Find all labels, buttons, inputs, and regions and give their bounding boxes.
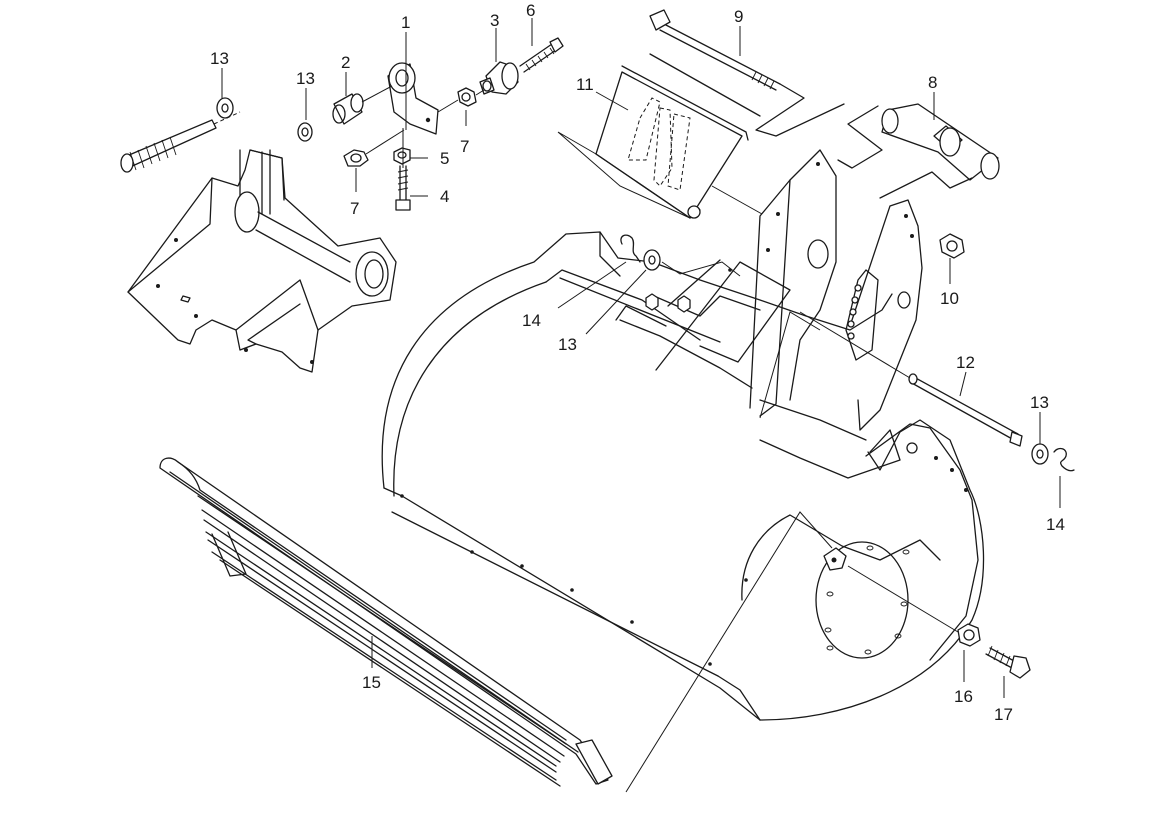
- callout-6: 6: [526, 1, 535, 20]
- hitch-bracket: [127, 149, 397, 373]
- rubber-mount-3: [475, 61, 519, 96]
- callout-1: 1: [401, 13, 410, 32]
- callout-9: 9: [734, 7, 743, 26]
- washer-13-center: [643, 249, 741, 277]
- hitch-pin: [120, 111, 241, 173]
- bolt-17: [985, 645, 1031, 679]
- callout-8: 8: [928, 73, 937, 92]
- screw-6: [519, 37, 564, 73]
- callout-13-center: 13: [558, 335, 577, 354]
- bolt-4: [395, 128, 411, 211]
- callout-16: 16: [954, 687, 973, 706]
- callout-13-right: 13: [1030, 393, 1049, 412]
- callout-7-lower: 7: [350, 199, 359, 218]
- callout-leaders: [221, 18, 1061, 698]
- nut-7-lower: [343, 129, 405, 167]
- nut-10: [939, 233, 965, 259]
- callout-14-center: 14: [522, 311, 541, 330]
- callout-2: 2: [341, 53, 350, 72]
- callout-17: 17: [994, 705, 1013, 724]
- rod-9: [649, 9, 845, 137]
- callout-3: 3: [490, 11, 499, 30]
- guard-panel-11: [595, 53, 761, 219]
- clip-14-center: [620, 234, 641, 263]
- nut-7-upper: [437, 87, 477, 113]
- pin-12: [799, 311, 1023, 447]
- reference-lines: [557, 131, 833, 793]
- washer-13-mid: [297, 122, 313, 142]
- bearing-bolts: [824, 545, 910, 655]
- clip-14-right: [1053, 447, 1075, 472]
- callout-13-mid: 13: [296, 69, 315, 88]
- callout-4: 4: [440, 187, 449, 206]
- callout-11: 11: [576, 75, 594, 94]
- main-housing: [381, 149, 985, 721]
- bracket-1: [361, 62, 439, 135]
- callout-10: 10: [940, 289, 959, 308]
- bushing-2: [332, 93, 364, 125]
- nut-5: [393, 147, 411, 165]
- washer-13-right: [1031, 443, 1049, 465]
- callout-12: 12: [956, 353, 975, 372]
- callout-15: 15: [362, 673, 381, 692]
- callout-7-upper: 7: [460, 137, 469, 156]
- nut-16: [847, 565, 981, 647]
- pin-8: [837, 103, 1000, 199]
- front-grille-15: [159, 457, 613, 787]
- callout-5: 5: [440, 149, 449, 168]
- washer-13-left: [216, 97, 234, 119]
- callout-labels: 1 2 3 4 5 6 7 7 8 9 10 11 12 13 13 13 13…: [210, 1, 1065, 724]
- callout-13-left: 13: [210, 49, 229, 68]
- callout-14-right: 14: [1046, 515, 1065, 534]
